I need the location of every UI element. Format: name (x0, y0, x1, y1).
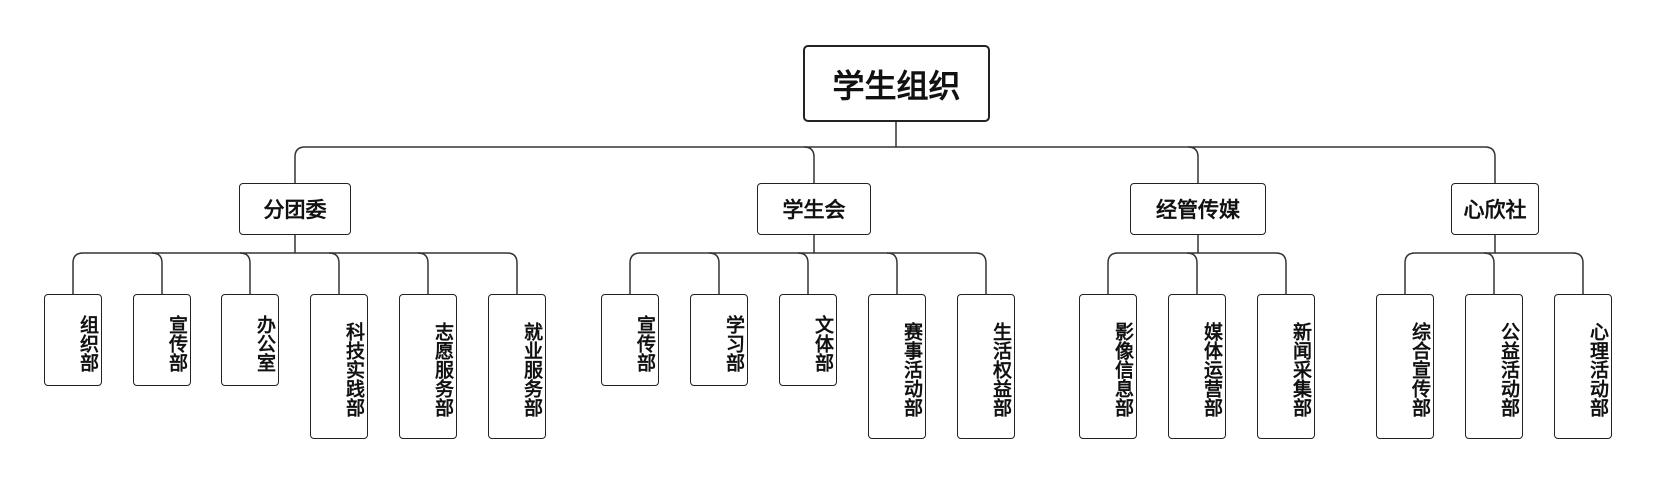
branch-node: 分团委 (239, 183, 351, 235)
leaf-node: 就业服务部 (488, 294, 546, 439)
branch-node: 学生会 (757, 183, 871, 235)
connector-line (417, 252, 429, 294)
leaf-node: 宣传部 (133, 294, 191, 386)
branch-node: 心欣社 (1451, 183, 1539, 235)
root-node: 学生组织 (803, 45, 990, 122)
connector-line (294, 146, 1496, 183)
connector-line (328, 252, 340, 294)
leaf-node: 办公室 (221, 294, 279, 386)
connector-line (803, 146, 815, 183)
leaf-node: 媒体运营部 (1168, 294, 1226, 439)
leaf-node: 综合宣传部 (1376, 294, 1434, 439)
leaf-node: 宣传部 (601, 294, 659, 386)
leaf-node: 学习部 (690, 294, 748, 386)
connector-line (1107, 252, 1287, 294)
connector-line (1483, 252, 1495, 294)
connector-line (629, 252, 987, 294)
connector-line (708, 252, 720, 294)
connector-line (1187, 146, 1199, 183)
connector-line (797, 252, 809, 294)
leaf-node: 新闻采集部 (1257, 294, 1315, 439)
connector-line (239, 252, 251, 294)
connector-line (151, 252, 163, 294)
leaf-node: 心理活动部 (1554, 294, 1612, 439)
connector-line (886, 252, 898, 294)
connector-line (1404, 252, 1584, 294)
connector-line (72, 252, 518, 294)
connector-line (1186, 252, 1198, 294)
leaf-node: 赛事活动部 (868, 294, 926, 439)
leaf-node: 公益活动部 (1465, 294, 1523, 439)
branch-node: 经管传媒 (1130, 183, 1266, 235)
leaf-node: 志愿服务部 (399, 294, 457, 439)
leaf-node: 影像信息部 (1079, 294, 1137, 439)
leaf-node: 组织部 (44, 294, 102, 386)
leaf-node: 科技实践部 (310, 294, 368, 439)
leaf-node: 生活权益部 (957, 294, 1015, 439)
leaf-node: 文体部 (779, 294, 837, 386)
